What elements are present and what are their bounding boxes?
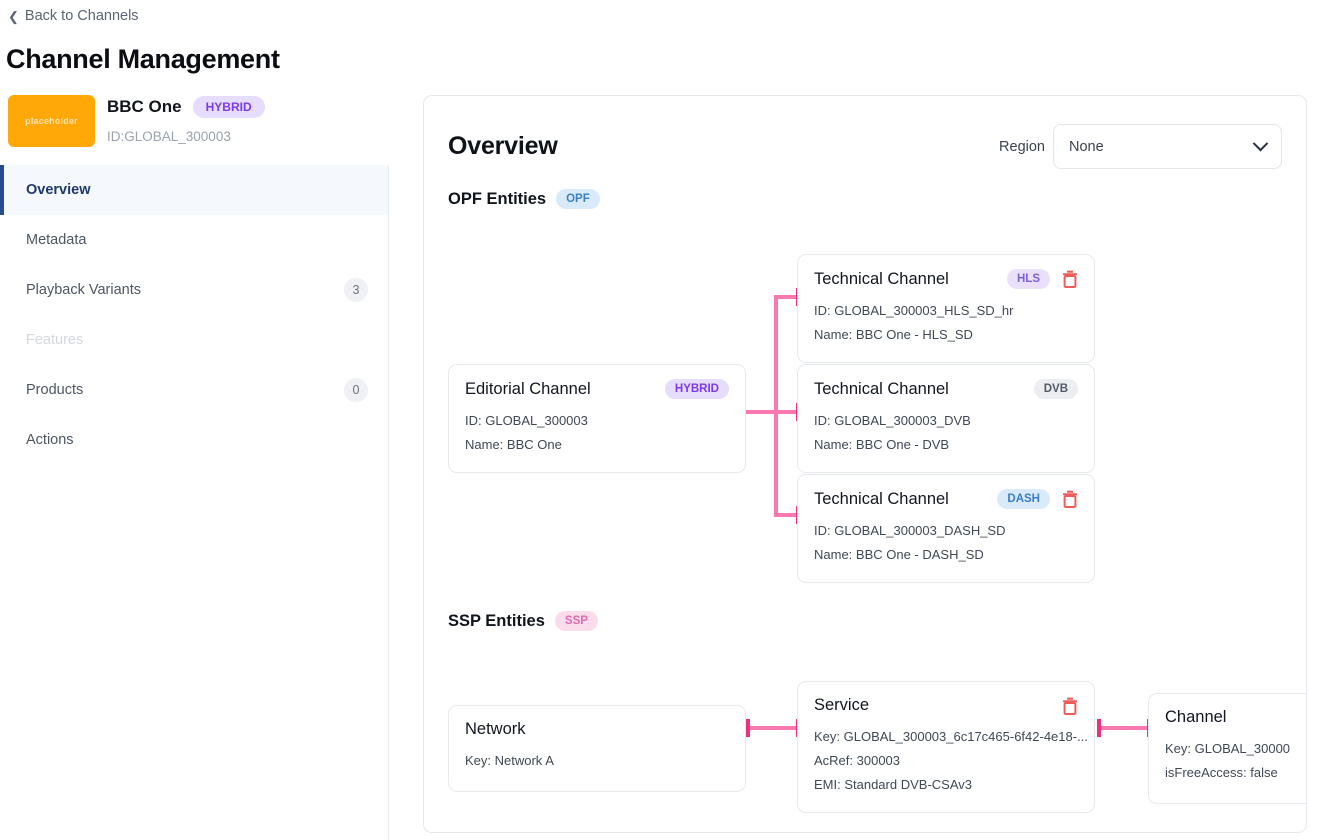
sidebar-item-label: Metadata: [26, 232, 87, 248]
opf-section-title: OPF Entities: [448, 189, 547, 208]
ssp-connector-cap-network: [746, 719, 750, 737]
back-to-channels-label: Back to Channels: [24, 8, 139, 24]
technical-channel-name: Name: BBC One - HLS_SD: [814, 327, 973, 343]
opf-badge: OPF: [556, 189, 600, 209]
network-card-key: Key: Network A: [465, 753, 554, 768]
ssp-channel-card-title: Channel: [1165, 708, 1227, 726]
ssp-section-title: SSP Entities: [448, 611, 545, 630]
service-card-key: Key: GLOBAL_300003_6c17c465-6f42-4e18-..…: [814, 729, 1088, 744]
channel-name: BBC One: [107, 97, 182, 116]
service-card-title: Service: [814, 696, 870, 714]
editorial-channel-card[interactable]: Editorial Channel HYBRID ID: GLOBAL_3000…: [448, 364, 746, 474]
technical-channel-title: Technical Channel: [814, 269, 949, 288]
channel-logo-text: placeholder: [25, 116, 78, 126]
ssp-channel-card-free-access: isFreeAccess: false: [1165, 765, 1278, 781]
sidebar-item-actions[interactable]: Actions: [0, 415, 388, 465]
technical-channel-header: Technical Channel DASH: [814, 489, 1078, 509]
page-title: Channel Management: [6, 44, 280, 74]
sidebar-item-label: Features: [26, 332, 84, 348]
sidebar-item-count: 3: [344, 278, 368, 302]
channel-id: ID:GLOBAL_300003: [107, 129, 231, 144]
region-label: Region: [999, 138, 1045, 155]
service-card-emi: EMI: Standard DVB-CSAv3: [814, 777, 972, 793]
back-to-channels-link[interactable]: ❮ Back to Channels: [8, 8, 139, 24]
sidebar-item-products[interactable]: Products 0: [0, 365, 388, 415]
region-select[interactable]: None: [1053, 124, 1282, 169]
overview-panel: Overview Region None OPF Entities OPF Ed…: [423, 95, 1307, 833]
ssp-connector-cap-service-right: [1097, 719, 1101, 737]
technical-channel-card-hls[interactable]: Technical Channel HLS ID: GLOBAL_300003_HL…: [797, 254, 1095, 364]
region-select-value: None: [1069, 138, 1104, 155]
opf-connector-trunk: [774, 295, 778, 517]
trash-icon[interactable]: [1062, 270, 1078, 288]
technical-channel-id: ID: GLOBAL_300003_DVB: [814, 413, 971, 428]
technical-channel-card-dvb[interactable]: Technical Channel DVB ID: GLOBAL_300003_DV…: [797, 364, 1095, 474]
sidebar-item-count: 0: [344, 378, 368, 402]
sidebar-item-overview[interactable]: Overview: [0, 165, 388, 215]
technical-channel-id: ID: GLOBAL_300003_DASH_SD: [814, 523, 1006, 538]
opf-section-header: OPF Entities OPF: [448, 189, 600, 209]
sidebar-item-label: Products: [26, 382, 84, 398]
technical-channel-badge: DVB: [1033, 379, 1078, 399]
technical-channel-name: Name: BBC One - DVB: [814, 437, 950, 453]
technical-channel-header: Technical Channel DVB: [814, 379, 1078, 399]
trash-icon[interactable]: [1062, 490, 1078, 508]
ssp-section-header: SSP Entities SSP: [448, 611, 598, 631]
technical-channel-header: Technical Channel HLS: [814, 269, 1078, 289]
editorial-channel-title: Editorial Channel: [465, 379, 591, 398]
network-card-header: Network: [465, 720, 729, 739]
opf-connector-branch-dvb: [746, 410, 800, 414]
sidebar-item-metadata[interactable]: Metadata: [0, 215, 388, 265]
region-control: Region None: [999, 124, 1282, 169]
ssp-channel-card-key: Key: GLOBAL_30000: [1165, 741, 1291, 756]
technical-channel-actions: DVB: [1033, 379, 1078, 399]
service-card-header: Service: [814, 696, 1078, 715]
technical-channel-badge: HLS: [1007, 269, 1050, 289]
technical-channel-card-dash[interactable]: Technical Channel DASH ID: GLOBAL_300003_D…: [797, 474, 1095, 584]
panel-header: Overview Region None: [448, 124, 1282, 169]
channel-logo: placeholder: [8, 95, 95, 147]
sidebar-item-playback-variants[interactable]: Playback Variants 3: [0, 265, 388, 315]
ssp-connector-network-service: [750, 726, 796, 730]
channel-type-badge: HYBRID: [192, 96, 265, 118]
network-card[interactable]: Network Key: Network A: [448, 705, 746, 793]
technical-channel-title: Technical Channel: [814, 489, 949, 508]
chevron-down-icon: [1252, 135, 1269, 152]
trash-icon[interactable]: [1062, 697, 1078, 715]
service-card-actions: [1062, 697, 1078, 715]
panel-title: Overview: [448, 132, 558, 160]
ssp-channel-card-header: Channel: [1165, 708, 1306, 727]
opf-connector-branch-dash: [774, 513, 800, 517]
technical-channel-actions: HLS: [1007, 269, 1078, 289]
technical-channel-badge: DASH: [997, 489, 1050, 509]
ssp-badge: SSP: [554, 611, 598, 631]
sidebar-item-label: Actions: [26, 432, 74, 448]
sidebar-item-label: Overview: [26, 182, 91, 198]
chevron-left-icon: ❮: [8, 8, 19, 24]
technical-channel-id: ID: GLOBAL_300003_HLS_SD_hr: [814, 303, 1014, 318]
ssp-connector-service-channel: [1101, 726, 1147, 730]
technical-channel-title: Technical Channel: [814, 379, 949, 398]
editorial-channel-header: Editorial Channel HYBRID: [465, 379, 729, 399]
network-card-title: Network: [465, 720, 526, 738]
ssp-channel-card[interactable]: Channel Key: GLOBAL_30000 isFreeAccess: …: [1148, 693, 1306, 805]
editorial-channel-badge: HYBRID: [664, 379, 729, 399]
service-card-acref: AcRef: 300003: [814, 753, 901, 769]
service-card[interactable]: Service Key: GLOBAL_300003_6c17c465-6f42…: [797, 681, 1095, 814]
editorial-channel-name: Name: BBC One: [465, 437, 562, 453]
editorial-channel-id: ID: GLOBAL_300003: [465, 413, 588, 428]
opf-connector-branch-hls: [774, 295, 800, 299]
sidebar-item-label: Playback Variants: [26, 282, 141, 298]
technical-channel-actions: DASH: [997, 489, 1078, 509]
channel-identity: BBC One HYBRID: [107, 96, 265, 118]
technical-channel-name: Name: BBC One - DASH_SD: [814, 547, 984, 563]
sidebar-item-features: Features: [0, 315, 388, 365]
